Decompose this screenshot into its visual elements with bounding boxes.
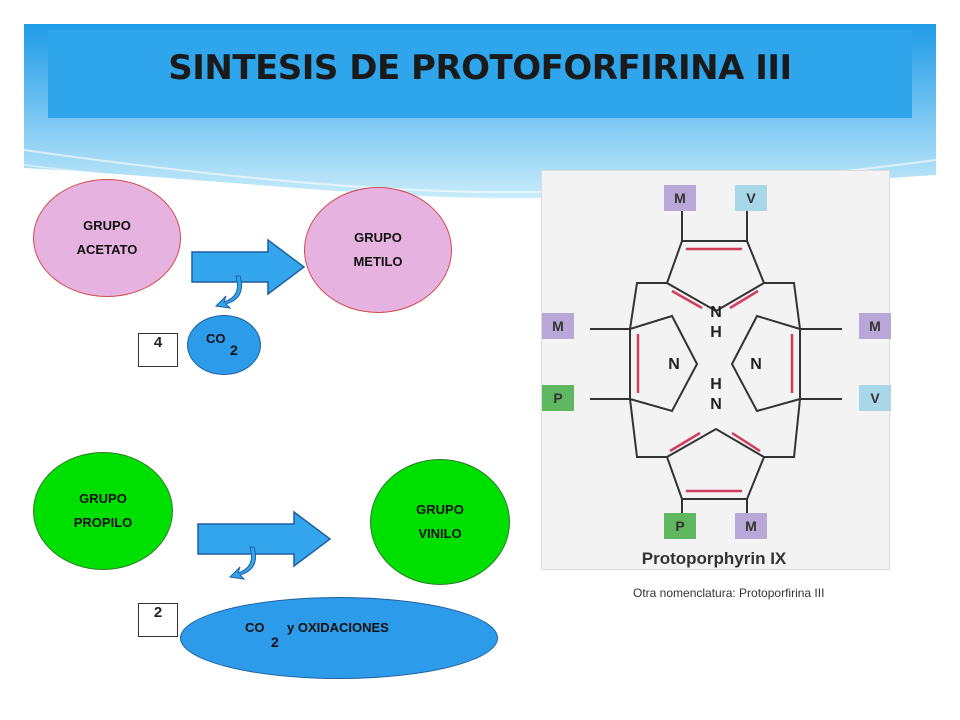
n-right: N <box>750 356 762 373</box>
node-acetate-line2: ACETATO <box>76 242 138 257</box>
node-vinyl: GRUPO VINILO <box>370 459 510 585</box>
protoporphyrin-structure: N H N N H N M V M P M V P M Protoporphy <box>541 170 891 570</box>
co2-suffix: y OXIDACIONES <box>287 620 389 635</box>
byproduct-co2 <box>187 315 261 375</box>
caption: Otra nomenclatura: Protoporfirina III <box>633 586 825 600</box>
node-acetate-line1: GRUPO <box>83 218 131 233</box>
title-band <box>48 30 912 118</box>
node-methyl-line2: METILO <box>353 254 403 269</box>
node-acetate: GRUPO ACETATO <box>33 179 181 297</box>
node-vinyl-line2: VINILO <box>418 526 462 541</box>
n-top: N <box>710 304 722 321</box>
reaction-arrow-2 <box>197 510 332 568</box>
byproduct-arrow-1 <box>214 275 242 309</box>
sub-right-bottom: V <box>870 390 880 406</box>
sub-top-right: V <box>746 190 756 206</box>
co2-subscript: 2 <box>230 342 238 358</box>
byproduct-co2-oxidations <box>180 597 498 679</box>
n-bottom: N <box>710 396 722 413</box>
co2-subscript-2: 2 <box>271 634 279 650</box>
node-vinyl-line1: GRUPO <box>416 502 464 517</box>
sub-left-bottom: P <box>553 390 562 406</box>
byproduct-arrow-2 <box>228 546 256 580</box>
co2-label: CO <box>206 331 226 346</box>
node-methyl-line1: GRUPO <box>354 230 402 245</box>
sub-bottom-left: P <box>675 518 684 534</box>
structure-name: Protoporphyrin IX <box>642 549 787 568</box>
node-propyl-line1: GRUPO <box>79 491 127 506</box>
count-box-1: 4 <box>138 333 178 367</box>
sub-right-top: M <box>869 318 881 334</box>
sub-left-top: M <box>552 318 564 334</box>
node-propyl: GRUPO PROPILO <box>33 452 173 570</box>
porphyrin-svg: N H N N H N M V M P M V P M Protoporphy <box>542 185 891 568</box>
co2-label-2: CO <box>245 620 265 635</box>
slide-title: SINTESIS DE PROTOFORFIRINA III <box>168 48 792 88</box>
h-bottom: H <box>710 376 722 393</box>
n-left: N <box>668 356 680 373</box>
count-box-2: 2 <box>138 603 178 637</box>
node-propyl-line2: PROPILO <box>73 515 133 530</box>
sub-bottom-right: M <box>745 518 757 534</box>
h-top: H <box>710 324 722 341</box>
reaction-arrow-1 <box>191 238 306 296</box>
node-methyl: GRUPO METILO <box>304 187 452 313</box>
sub-top-left: M <box>674 190 686 206</box>
